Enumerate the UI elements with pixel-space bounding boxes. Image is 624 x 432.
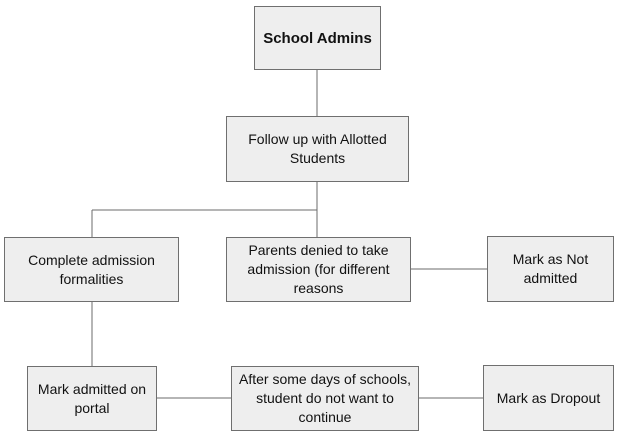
node-mark-not-admitted-label: Mark as Not admitted — [512, 251, 589, 286]
node-mark-not-admitted: Mark as Not admitted — [487, 236, 614, 302]
node-complete-admission: Complete admission formalities — [4, 237, 179, 302]
node-after-some-days: After some days of schools, student do n… — [231, 366, 419, 431]
node-mark-admitted-portal: Mark admitted on portal — [27, 366, 157, 431]
node-school-admins-label: School Admins — [263, 29, 372, 47]
node-parents-denied: Parents denied to take admission (for di… — [226, 237, 411, 302]
node-follow-up: Follow up with Allotted Students — [226, 116, 409, 182]
node-school-admins: School Admins — [254, 6, 381, 70]
node-after-some-days-label: After some days of schools, student do n… — [239, 371, 411, 425]
node-mark-admitted-portal-label: Mark admitted on portal — [37, 380, 147, 416]
node-mark-dropout-label: Mark as Dropout — [496, 389, 601, 406]
node-follow-up-label: Follow up with Allotted Students — [248, 131, 387, 166]
node-complete-admission-label: Complete admission formalities — [28, 251, 155, 287]
node-parents-denied-label: Parents denied to take admission (for di… — [247, 242, 390, 296]
node-mark-dropout: Mark as Dropout — [483, 365, 614, 431]
